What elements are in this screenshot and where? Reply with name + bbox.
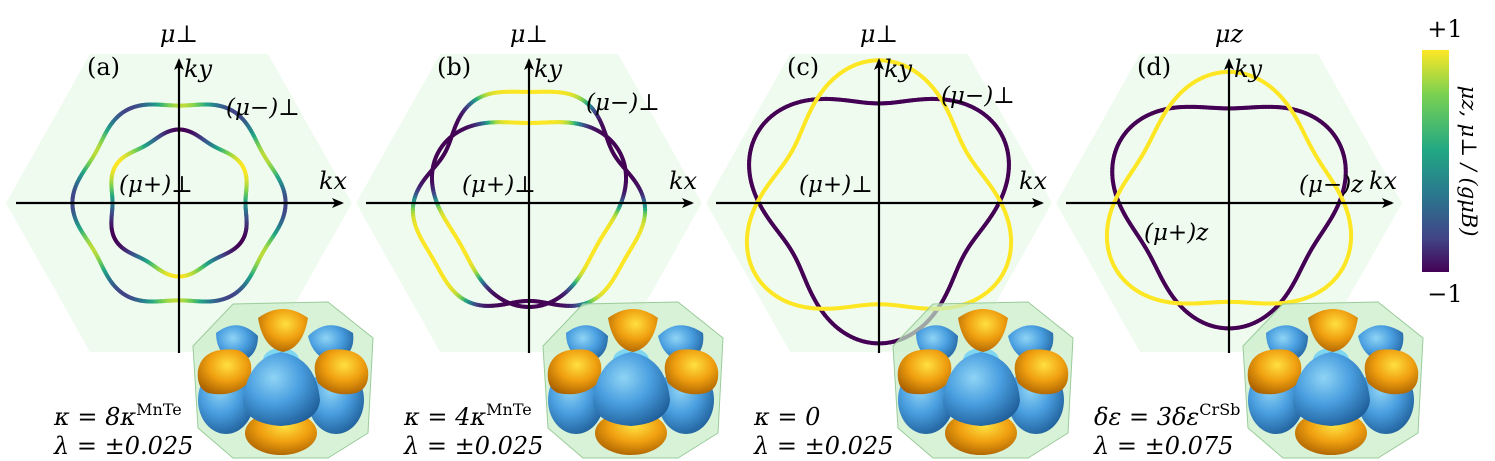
colorbar-label: μz, μ⊥ / (gμB) xyxy=(1457,86,1481,237)
outer-fermi-contour xyxy=(70,102,288,304)
parameter-2: λ = ±0.025 xyxy=(753,432,893,460)
inner-fermi-contour xyxy=(1104,69,1354,306)
parameter-1: κ = 4κMnTe xyxy=(403,400,532,431)
parameter-1: δε = 3δεCrSb xyxy=(1094,400,1240,431)
outer-contour-label: (μ−)⊥ xyxy=(226,95,300,121)
isosurface-inset xyxy=(542,301,724,459)
inner-fermi-contour xyxy=(744,58,1014,311)
panel-label: (b) xyxy=(437,53,471,81)
panel-label: (a) xyxy=(87,53,120,81)
isosurface-inset xyxy=(892,301,1074,459)
colorbar: +1 −1 μz, μ⊥ / (gμB) xyxy=(1422,15,1481,308)
panel-title: μ⊥ xyxy=(860,20,898,48)
panel-c: μ⊥ (c) ky kx (μ−)⊥ (μ+)⊥ κ = 0λ = ±0.025 xyxy=(706,20,1074,460)
parameter-1: κ = 0 xyxy=(753,403,820,431)
inner-contour-label: (μ+)z xyxy=(1144,220,1209,246)
kx-axis-label: kx xyxy=(669,167,698,195)
parameter-2: λ = ±0.025 xyxy=(53,432,193,460)
parameter-2: λ = ±0.075 xyxy=(1093,432,1233,460)
inner-contour-label: (μ+)⊥ xyxy=(799,172,873,198)
inner-contour-label: (μ+)⊥ xyxy=(119,172,193,198)
isosurface-inset xyxy=(192,301,374,459)
ky-axis-label: ky xyxy=(534,55,563,83)
kx-axis-label: kx xyxy=(1019,167,1048,195)
panel-title: μ⊥ xyxy=(510,20,548,48)
outer-fermi-contour xyxy=(1110,104,1348,331)
colorbar-bottom-tick: −1 xyxy=(1427,280,1462,308)
outer-contour-label: (μ−)⊥ xyxy=(586,90,660,116)
outer-contour-label: (μ−)z xyxy=(1299,172,1364,198)
panel-label: (c) xyxy=(787,53,819,81)
outer-contour-label: (μ−)⊥ xyxy=(941,83,1015,109)
panel-title: μz xyxy=(1215,20,1244,48)
inner-fermi-contour xyxy=(109,127,249,279)
parameter-2: λ = ±0.025 xyxy=(403,432,543,460)
kx-axis-label: kx xyxy=(1369,167,1398,195)
isosurface-inset xyxy=(1242,301,1424,459)
kx-axis-label: kx xyxy=(319,167,348,195)
parameter-1: κ = 8κMnTe xyxy=(53,400,182,431)
inner-fermi-contour xyxy=(429,120,629,309)
colorbar-top-tick: +1 xyxy=(1427,15,1462,43)
panel-label: (d) xyxy=(1137,53,1171,81)
panel-title: μ⊥ xyxy=(160,20,198,48)
colorbar-gradient xyxy=(1422,50,1449,272)
inner-contour-label: (μ+)⊥ xyxy=(462,172,536,198)
ky-axis-label: ky xyxy=(184,55,213,83)
ky-axis-label: ky xyxy=(884,55,913,83)
ky-axis-label: ky xyxy=(1234,55,1263,83)
